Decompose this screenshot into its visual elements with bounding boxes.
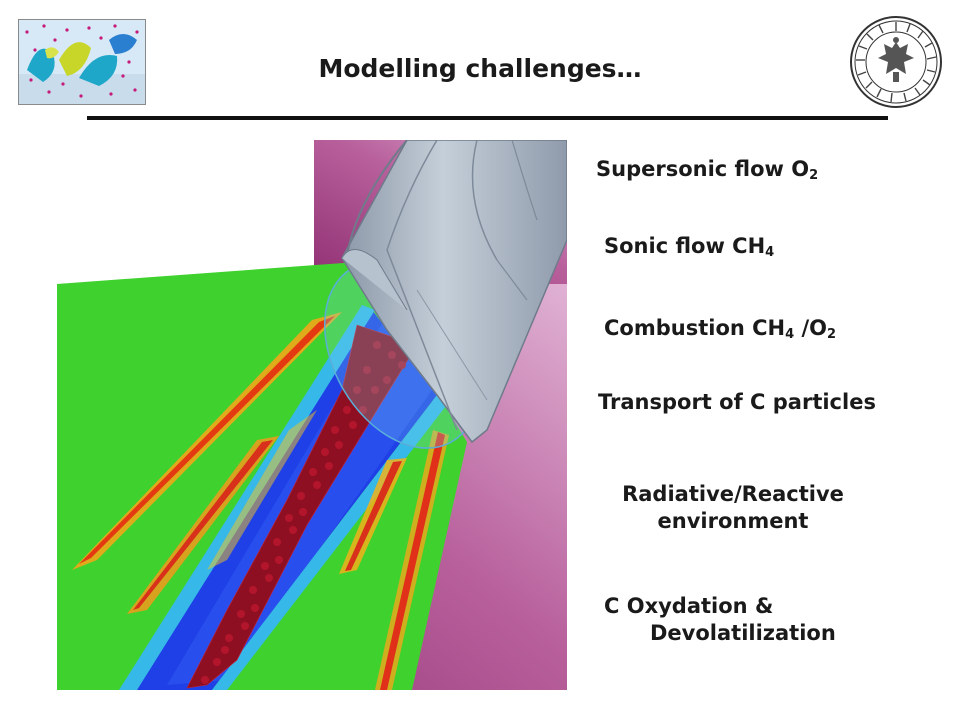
bullet-supersonic-flow: Supersonic flow O2: [596, 156, 818, 183]
bullet-combustion-mid: /O: [794, 316, 828, 340]
bullet-sonic-subscript: 4: [765, 245, 775, 260]
bullet-sonic-flow: Sonic flow CH4: [604, 233, 774, 260]
university-seal-icon: [848, 14, 944, 110]
bullet-radiative-line-1: Radiative/Reactive: [622, 482, 844, 506]
cfd-jet-simulation: [57, 139, 568, 690]
bullet-combustion: Combustion CH4 /O2: [604, 315, 836, 342]
bullet-transport: Transport of C particles: [598, 389, 876, 416]
slide-title: Modelling challenges…: [318, 54, 642, 83]
particle-thumbnail-graphic: [19, 20, 145, 104]
bullet-oxydation-line-2: Devolatilization: [650, 621, 836, 646]
bullet-transport-text: Transport of C particles: [598, 390, 876, 414]
cfd-jet-graphic: [57, 139, 568, 690]
bullet-supersonic-text: Supersonic flow O: [596, 157, 810, 181]
bullet-oxydation-line-1: C Oxydation &: [604, 594, 774, 618]
bullet-combustion-text: Combustion CH: [604, 316, 786, 340]
bullet-supersonic-subscript: 2: [809, 168, 819, 183]
bullet-combustion-subscript-1: 4: [785, 327, 795, 342]
seal-graphic: [850, 16, 942, 108]
particle-simulation-thumbnail: [18, 19, 146, 105]
bullet-radiative: Radiative/Reactive environment: [604, 481, 862, 536]
bullet-radiative-line-2: environment: [657, 509, 809, 534]
bullet-oxydation: C Oxydation & Devolatilization: [604, 593, 836, 648]
bullet-combustion-subscript-2: 2: [827, 327, 837, 342]
bullet-sonic-text: Sonic flow CH: [604, 234, 766, 258]
title-divider: [87, 116, 888, 120]
